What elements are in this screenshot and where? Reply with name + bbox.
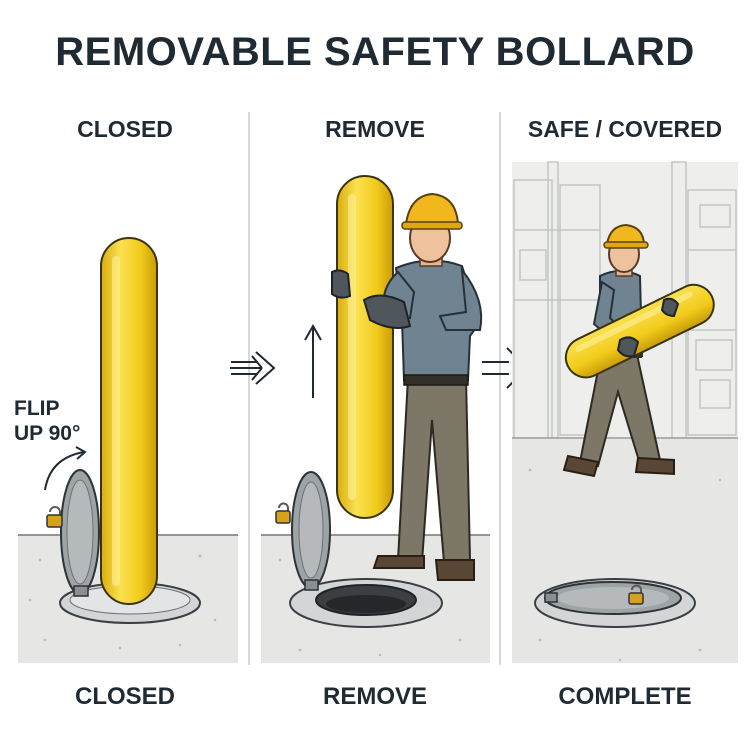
worker-boot <box>434 559 475 581</box>
panel-caption-closed: CLOSED <box>74 683 175 710</box>
panel-closed <box>18 237 238 663</box>
worker-boot <box>634 456 675 476</box>
panel-caption-complete: COMPLETE <box>558 683 692 710</box>
flip-annotation-line-1: FLIP <box>14 397 60 420</box>
arrow-up-icon <box>304 323 322 398</box>
worker-glove <box>331 269 352 299</box>
worker-boot <box>372 555 425 569</box>
panel-remove <box>261 175 490 663</box>
page-title: REMOVABLE SAFETY BOLLARD <box>55 30 695 74</box>
panel-heading-remove: REMOVE <box>325 116 425 142</box>
padlock-icon <box>46 506 63 528</box>
hard-hat <box>404 192 460 225</box>
arrow-right-icon <box>230 351 276 385</box>
flip-annotation: FLIP UP 90° <box>14 396 80 446</box>
panel-safe <box>512 161 738 663</box>
bollard <box>336 175 394 519</box>
worker-boot <box>562 454 600 478</box>
bollard <box>100 237 158 605</box>
padlock-icon <box>275 502 291 524</box>
padlock-icon <box>628 584 644 605</box>
curved-arrow-icon <box>44 446 87 491</box>
floor <box>512 438 738 663</box>
flip-annotation-line-2: UP 90° <box>14 422 81 445</box>
panel-heading-safe: SAFE / COVERED <box>527 116 723 142</box>
worker-glove <box>616 336 640 358</box>
panel-heading-closed: CLOSED <box>77 116 173 142</box>
worker-glove <box>362 294 412 329</box>
worker-belt <box>403 374 469 386</box>
worker-glove <box>660 297 680 318</box>
panel-caption-remove: REMOVE <box>322 683 427 710</box>
hard-hat <box>605 223 646 245</box>
